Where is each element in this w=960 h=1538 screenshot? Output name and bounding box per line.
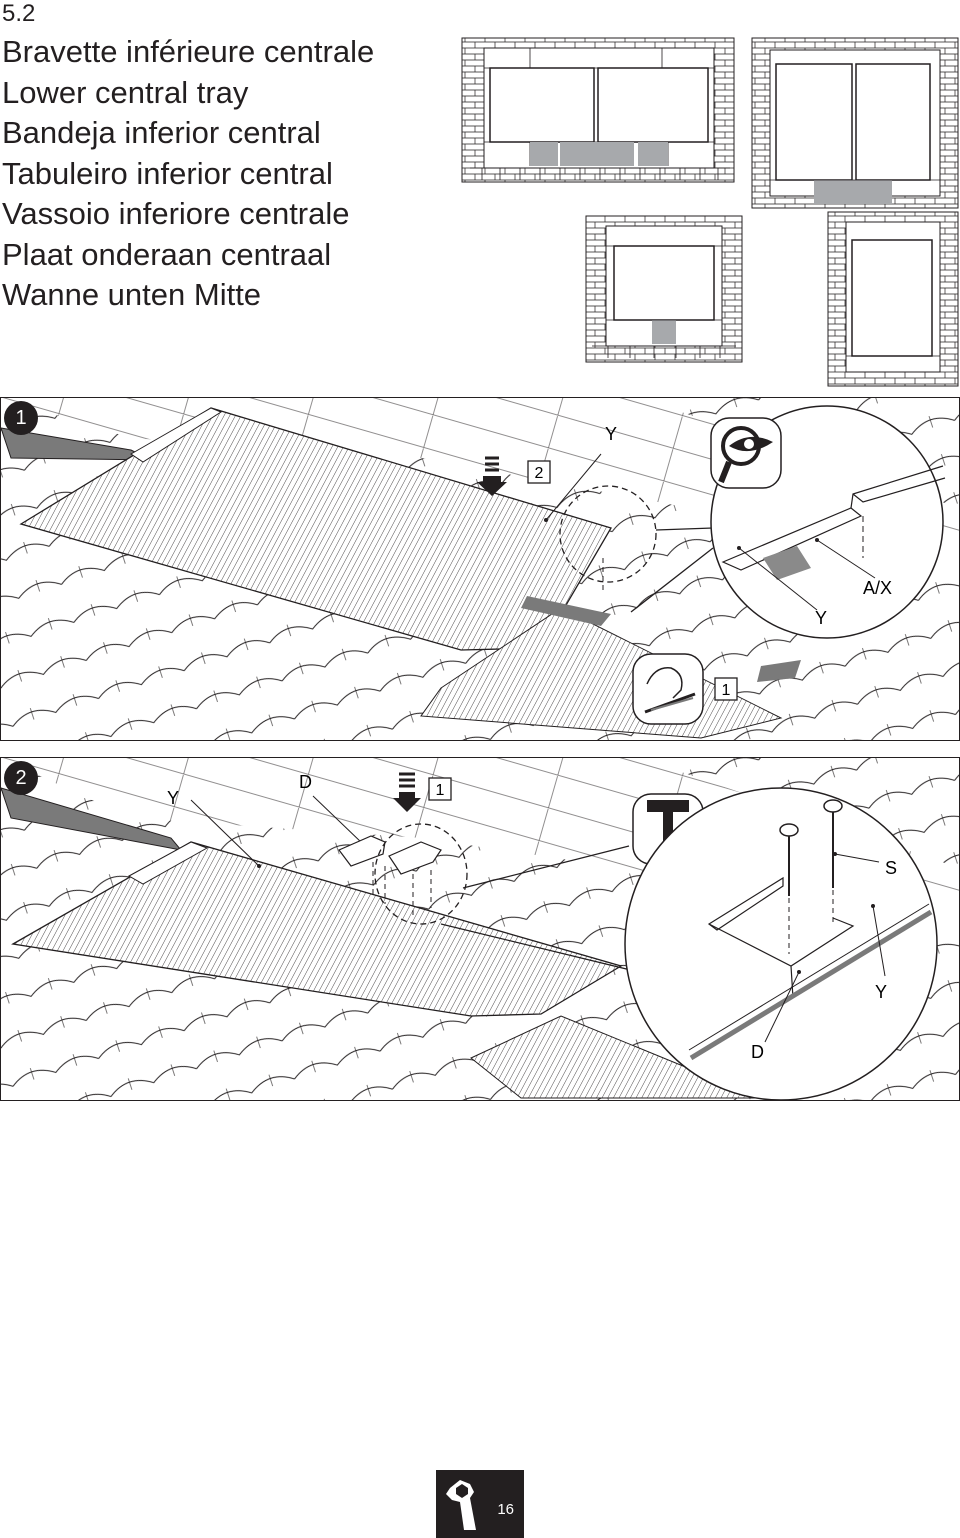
title-es: Bandeja inferior central bbox=[2, 115, 321, 150]
label-box-1: 1 bbox=[436, 782, 445, 799]
inspect-eye-icon bbox=[710, 417, 782, 489]
title-en: Lower central tray bbox=[2, 74, 249, 110]
detail-callout: S Y D bbox=[624, 787, 938, 1100]
label-box-2: 2 bbox=[535, 465, 544, 482]
step-2-badge: 2 bbox=[4, 761, 38, 795]
downward-arrow-icon bbox=[477, 456, 507, 496]
step-1-badge: 1 bbox=[4, 401, 38, 435]
wrench-hex-icon bbox=[446, 1480, 476, 1530]
label-d-main: D bbox=[299, 772, 312, 792]
title-list: Bravette inférieure centrale Lower centr… bbox=[2, 32, 374, 316]
layout-diagram-a bbox=[461, 37, 735, 183]
layout-diagram-c bbox=[585, 215, 743, 363]
page-number: 16 bbox=[497, 1501, 514, 1518]
step-1-panel: 1 bbox=[0, 397, 960, 741]
title-pt: Tabuleiro inferior central bbox=[2, 155, 333, 191]
title-de: Wanne unten Mitte bbox=[2, 277, 262, 312]
section-number: 5.2 bbox=[2, 0, 36, 27]
title-it: Vassoio inferiore centrale bbox=[2, 196, 350, 231]
label-y-detail: Y bbox=[875, 982, 887, 1002]
layout-diagram-b bbox=[751, 37, 959, 209]
hand-press-icon bbox=[632, 653, 704, 725]
label-y-main: Y bbox=[605, 424, 617, 444]
title-nl: Plaat onderaan centraal bbox=[2, 236, 332, 272]
label-ax-detail: A/X bbox=[863, 578, 892, 598]
title-fr: Bravette inférieure centrale bbox=[2, 34, 375, 69]
window-layout-diagrams bbox=[461, 37, 959, 387]
step-2-illustration: Y D 1 2 bbox=[1, 758, 959, 1100]
step-2-panel: 2 Y D 1 2 bbox=[0, 757, 960, 1101]
label-s-detail: S bbox=[885, 858, 897, 878]
label-y-main: Y bbox=[167, 788, 179, 808]
layout-diagram-d bbox=[827, 211, 959, 387]
label-y-detail: Y bbox=[815, 608, 827, 628]
downward-arrow-icon bbox=[393, 772, 421, 812]
step-1-illustration: 2 Y Y A/X bbox=[1, 398, 959, 740]
label-d-detail: D bbox=[751, 1042, 764, 1062]
page-footer: 16 bbox=[436, 1470, 524, 1538]
nail-icon bbox=[779, 799, 843, 954]
label-box-1: 1 bbox=[722, 682, 731, 699]
